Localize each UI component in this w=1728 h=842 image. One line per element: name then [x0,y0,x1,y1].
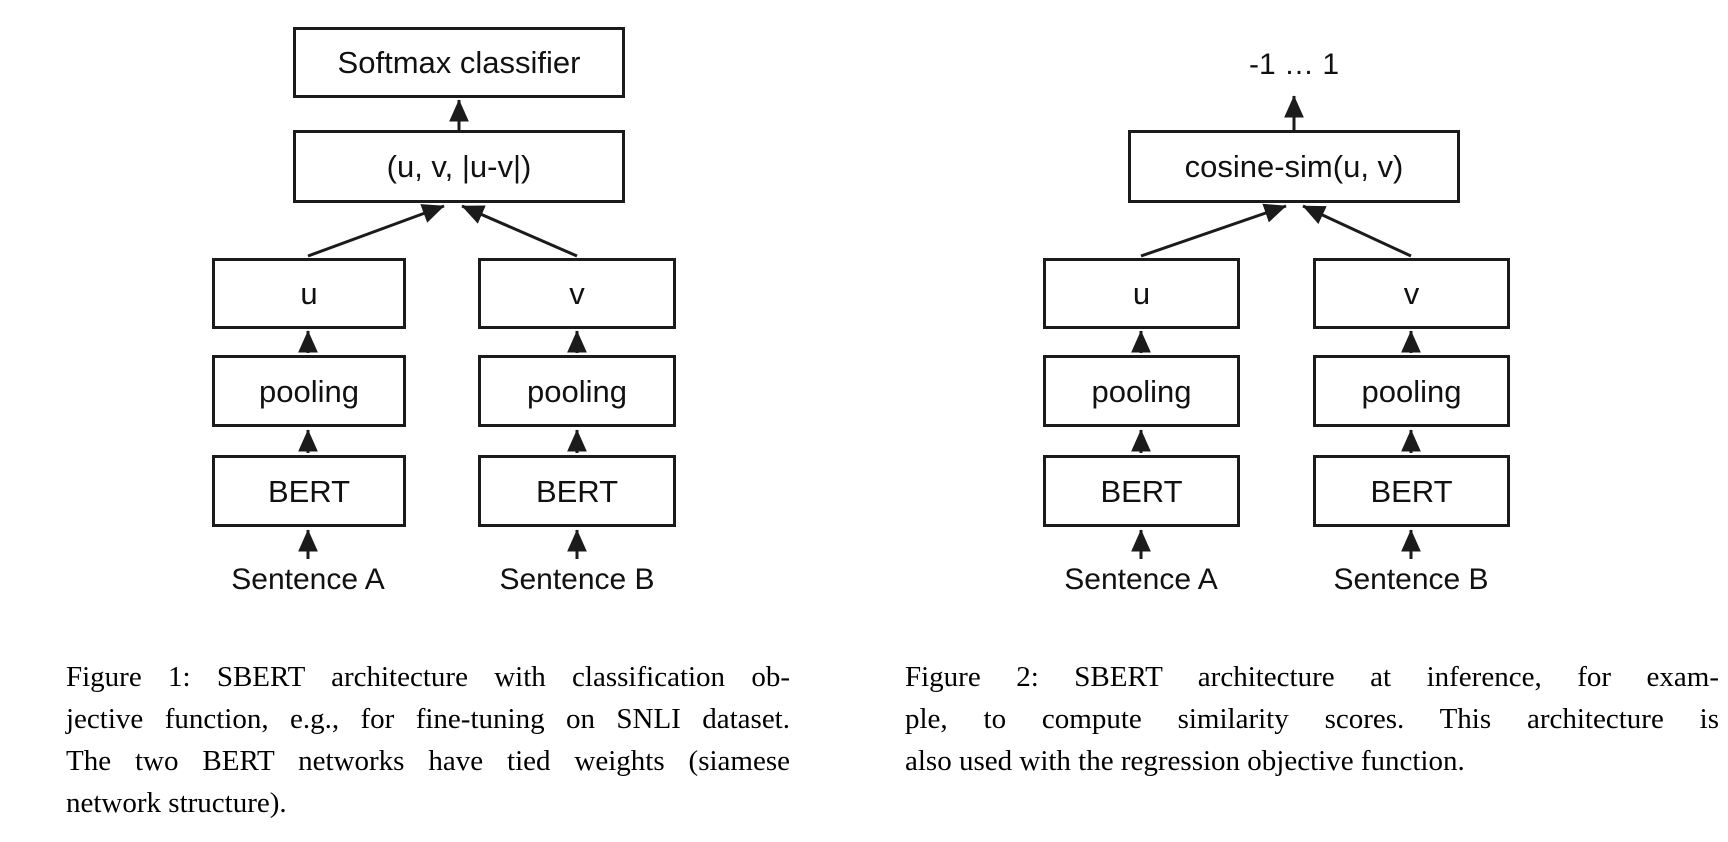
sentence-a-label: Sentence A [231,563,385,596]
bert-b-box: BERT [478,455,676,527]
arrow-u-to-concat [307,204,445,258]
caption-line: ple, to compute similarity scores. This … [905,703,1719,735]
caption-line: The two BERT networks have tied weights … [66,745,790,777]
caption-line: network structure). [66,787,287,819]
caption-line: also used with the regression objective … [905,745,1465,777]
v-embedding-box: v [478,258,676,329]
bert-a-box: BERT [1043,455,1240,527]
sentence-b-label: Sentence B [1333,563,1489,596]
softmax-classifier-box: Softmax classifier [293,27,625,98]
caption-line: Figure 2: SBERT architecture at inferenc… [905,661,1719,693]
arrow-v-to-concat [461,204,578,258]
pooling-b-box: pooling [478,355,676,427]
arrow-u-to-cosine [1140,203,1287,258]
bert-b-box: BERT [1313,455,1510,527]
arrow-v-to-cosine [1302,204,1412,258]
caption-line: jective function, e.g., for fine-tuning … [66,703,790,735]
sentence-b-label: Sentence B [499,563,655,596]
sentence-a-label: Sentence A [1064,563,1218,596]
concat-features-box: (u, v, |u-v|) [293,130,625,203]
figure2-caption: Figure 2: SBERT architecture at inferenc… [905,656,1719,782]
u-embedding-box: u [212,258,406,329]
pooling-a-box: pooling [212,355,406,427]
cosine-sim-box: cosine-sim(u, v) [1128,130,1460,203]
pooling-a-box: pooling [1043,355,1240,427]
figure1-caption: Figure 1: SBERT architecture with classi… [66,656,790,824]
u-embedding-box: u [1043,258,1240,329]
v-embedding-box: v [1313,258,1510,329]
caption-line: Figure 1: SBERT architecture with classi… [66,661,790,693]
pooling-b-box: pooling [1313,355,1510,427]
bert-a-box: BERT [212,455,406,527]
output-range-label: -1 … 1 [1248,48,1340,81]
